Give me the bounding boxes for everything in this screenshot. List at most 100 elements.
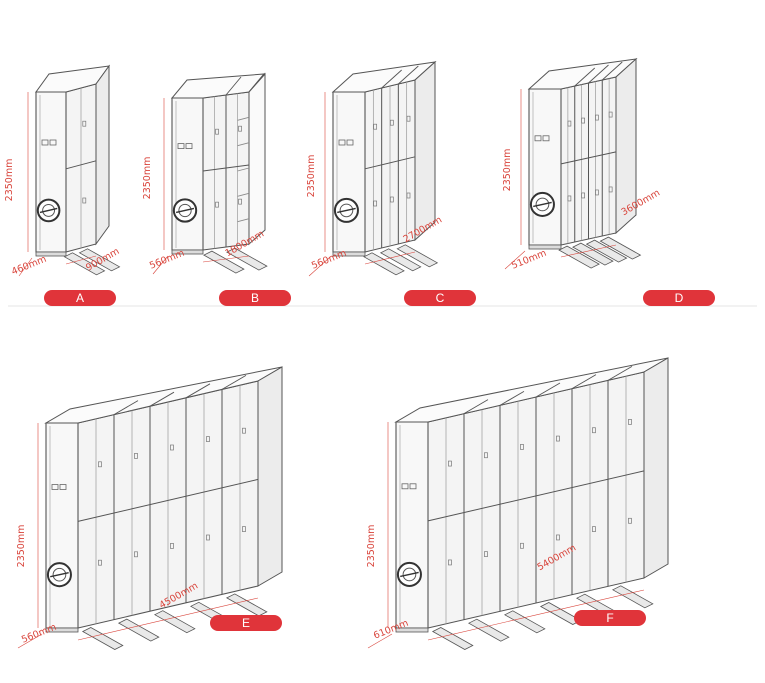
end-panel-base — [171, 249, 204, 255]
shelf-split-line — [65, 160, 97, 170]
end-panel-base — [332, 251, 366, 257]
end-panel — [45, 422, 79, 629]
handwheel-hub — [402, 567, 417, 582]
floor-rail — [558, 245, 600, 269]
cabinet-c: C — [308, 60, 476, 306]
badge-c — [404, 290, 476, 306]
door-lock — [484, 452, 488, 459]
floor-rail — [572, 242, 614, 266]
badge-label: F — [606, 611, 613, 625]
door-lock — [595, 189, 599, 196]
end-panel-base — [35, 251, 67, 257]
height-dimension-label: 2350mm — [142, 157, 153, 200]
label-holder — [542, 135, 550, 142]
door-lock — [406, 115, 411, 122]
cabinet-side-face — [257, 366, 283, 587]
depth-dimension-line — [17, 633, 43, 649]
depth-dimension-label: 610mm — [372, 618, 410, 642]
door-lock — [520, 542, 524, 549]
section-divider-top — [607, 365, 633, 381]
end-panel — [171, 97, 204, 251]
door-lock — [134, 551, 138, 558]
section-divider-top — [601, 61, 623, 81]
section-divider-top — [225, 76, 242, 96]
door-lock — [242, 427, 246, 434]
handwheel-hub — [339, 203, 354, 218]
section-divider-top — [463, 399, 489, 415]
section-divider-top — [381, 69, 402, 89]
floor-rail — [599, 236, 642, 260]
depth-dimension-line — [152, 255, 169, 275]
section-divider-top — [149, 391, 175, 407]
door-lock — [206, 534, 210, 541]
badge-a — [44, 290, 116, 306]
door-lock — [592, 427, 596, 434]
height-dimension-label: 2350mm — [306, 155, 317, 198]
label-holder — [177, 143, 185, 150]
handwheel-hub — [178, 203, 192, 218]
floor-rail — [611, 585, 654, 609]
door-lock — [170, 444, 174, 451]
door-lock — [406, 192, 411, 199]
section-divider-top — [588, 64, 609, 84]
depth-dimension-line — [18, 257, 33, 277]
shelf-split-line — [202, 164, 250, 172]
door-lock — [373, 200, 378, 207]
badge-label: C — [436, 291, 445, 305]
handwheel-hub — [52, 567, 67, 582]
door-lock — [484, 551, 488, 557]
door-lock — [592, 526, 596, 532]
width-dimension-line — [560, 244, 617, 258]
label-holder — [346, 139, 354, 146]
shelf-split-line — [427, 470, 645, 522]
depth-dimension-label: 560mm — [310, 248, 348, 272]
handwheel-spoke — [533, 201, 552, 208]
door-lock — [567, 195, 572, 202]
label-holder — [401, 483, 409, 490]
width-dimension-line — [364, 251, 416, 265]
open-door-panel — [248, 72, 266, 246]
label-holder — [41, 139, 49, 146]
depth-dimension-label: 560mm — [20, 622, 58, 646]
floor-rail — [467, 618, 510, 642]
depth-dimension-label: 460mm — [10, 254, 48, 278]
section-divider-top — [574, 67, 596, 87]
floor-rail — [78, 248, 121, 272]
floor-rail — [81, 627, 124, 650]
end-panel-base — [395, 627, 429, 633]
width-dimension-line — [427, 589, 645, 641]
height-dimension-label: 2350mm — [502, 149, 513, 192]
depth-dimension-label: 560mm — [148, 248, 186, 272]
cabinet-side-face — [95, 64, 110, 246]
badge-b — [219, 290, 291, 306]
floor-rail — [225, 593, 268, 617]
height-dimension-label: 2350mm — [366, 525, 377, 568]
inner-shelf — [237, 192, 250, 197]
door-lock — [448, 460, 452, 467]
door-lock — [206, 436, 210, 442]
section-divider-top — [185, 383, 211, 399]
handwheel-spoke — [337, 207, 356, 214]
cabinet-d: D — [504, 57, 715, 306]
badge-e — [210, 615, 282, 631]
end-panel — [35, 91, 67, 253]
end-panel — [332, 91, 366, 253]
badge-label: A — [76, 291, 84, 305]
cabinet-f: F — [367, 357, 669, 650]
cabinet-b: B — [152, 72, 291, 306]
floor-rail — [203, 250, 245, 274]
door-lock — [98, 559, 102, 566]
cabinet-side-face — [414, 60, 436, 242]
end-panel — [395, 421, 429, 629]
door-lock — [170, 543, 174, 549]
door-lock — [608, 111, 613, 118]
door-lock — [238, 125, 242, 132]
badge-d — [643, 290, 715, 306]
label-holder — [534, 135, 542, 142]
door-lock — [215, 201, 219, 208]
badge-label: D — [675, 291, 684, 305]
handwheel-hub — [535, 197, 550, 212]
section-divider-top — [499, 390, 525, 406]
